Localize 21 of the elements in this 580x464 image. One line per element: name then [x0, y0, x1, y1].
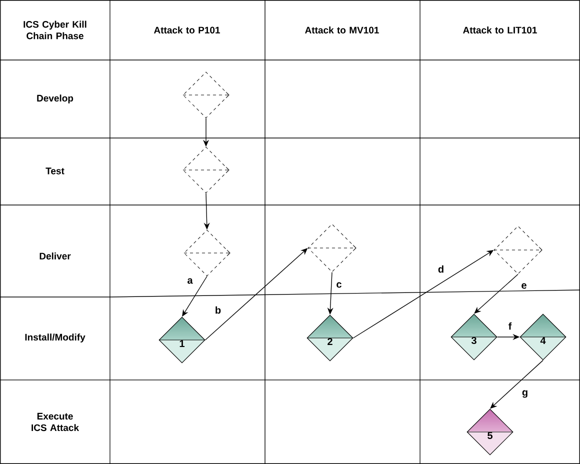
edge-label: a	[186, 277, 194, 285]
dashed-diamond	[182, 146, 230, 194]
row-label: Test	[46, 168, 64, 174]
column-header: ICS Cyber Kill Chain Phase	[24, 20, 86, 40]
dashed-diamond	[308, 224, 356, 272]
dashed-diamond	[184, 230, 230, 276]
edge-label: e	[520, 282, 528, 290]
edge-label: b	[214, 305, 222, 315]
row-label: Develop	[37, 94, 74, 104]
edge-label: g	[520, 389, 530, 399]
row-label: Execute ICS Attack	[32, 412, 80, 432]
edge-label: c	[335, 281, 343, 289]
edge-label: d	[436, 264, 446, 274]
row-label: Install/Modify	[25, 334, 86, 342]
dashed-diamond	[494, 226, 542, 274]
dashed-diamond	[182, 72, 230, 118]
column-header: Attack to LIT101	[463, 26, 537, 34]
column-header: Attack to P101	[154, 26, 220, 34]
column-header: Attack to MV101	[305, 26, 379, 34]
edge-label: f	[507, 321, 513, 331]
row-label: Deliver	[40, 252, 71, 260]
